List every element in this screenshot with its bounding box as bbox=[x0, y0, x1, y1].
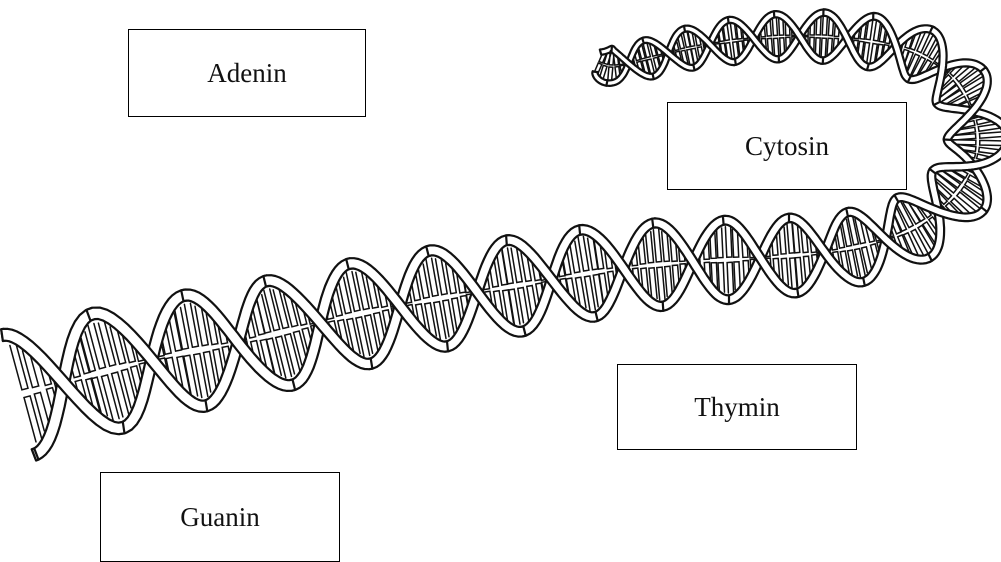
label-thymin: Thymin bbox=[694, 392, 780, 423]
base-pair bbox=[365, 315, 378, 353]
base-pair bbox=[774, 38, 779, 56]
base-pair bbox=[717, 228, 724, 258]
base-pair bbox=[578, 237, 589, 272]
base-pair bbox=[725, 227, 732, 258]
backbone-strand-front bbox=[789, 214, 865, 287]
base-pair bbox=[980, 140, 1001, 145]
base-pair bbox=[356, 317, 370, 357]
backbone-strand-front bbox=[346, 258, 448, 352]
base-pair bbox=[88, 324, 106, 369]
label-box-cytosin: Cytosin bbox=[667, 102, 907, 190]
base-pair bbox=[917, 32, 930, 53]
base-pair bbox=[102, 375, 120, 420]
label-cytosin: Cytosin bbox=[745, 131, 829, 162]
label-box-adenin: Adenin bbox=[128, 29, 366, 117]
base-pair bbox=[256, 295, 271, 333]
base-pair bbox=[734, 262, 740, 290]
label-box-thymin: Thymin bbox=[617, 364, 857, 450]
label-guanin: Guanin bbox=[180, 502, 259, 533]
base-pair bbox=[570, 241, 580, 272]
base-pair bbox=[727, 262, 734, 293]
base-pair bbox=[665, 266, 673, 296]
base-pair bbox=[911, 229, 927, 254]
base-pair bbox=[980, 132, 1001, 138]
base-pair bbox=[112, 372, 129, 417]
base-pair bbox=[657, 267, 665, 300]
base-pair bbox=[346, 272, 360, 312]
base-pair bbox=[24, 396, 42, 442]
base-pair bbox=[822, 16, 827, 35]
label-box-guanin: Guanin bbox=[100, 472, 340, 562]
base-pair bbox=[608, 67, 613, 81]
base-pair bbox=[653, 229, 661, 262]
base-pair bbox=[285, 334, 301, 374]
base-pair bbox=[848, 217, 859, 245]
backbone-strand-front bbox=[506, 235, 598, 322]
base-pair bbox=[338, 277, 351, 313]
base-pair bbox=[649, 268, 657, 299]
base-pair bbox=[645, 232, 653, 263]
base-pair bbox=[718, 263, 725, 293]
base-pair bbox=[923, 36, 936, 56]
base-pair bbox=[264, 289, 280, 331]
base-pair bbox=[276, 336, 292, 378]
base-pair bbox=[772, 18, 777, 36]
label-adenin: Adenin bbox=[207, 58, 286, 89]
base-pair bbox=[821, 38, 826, 57]
